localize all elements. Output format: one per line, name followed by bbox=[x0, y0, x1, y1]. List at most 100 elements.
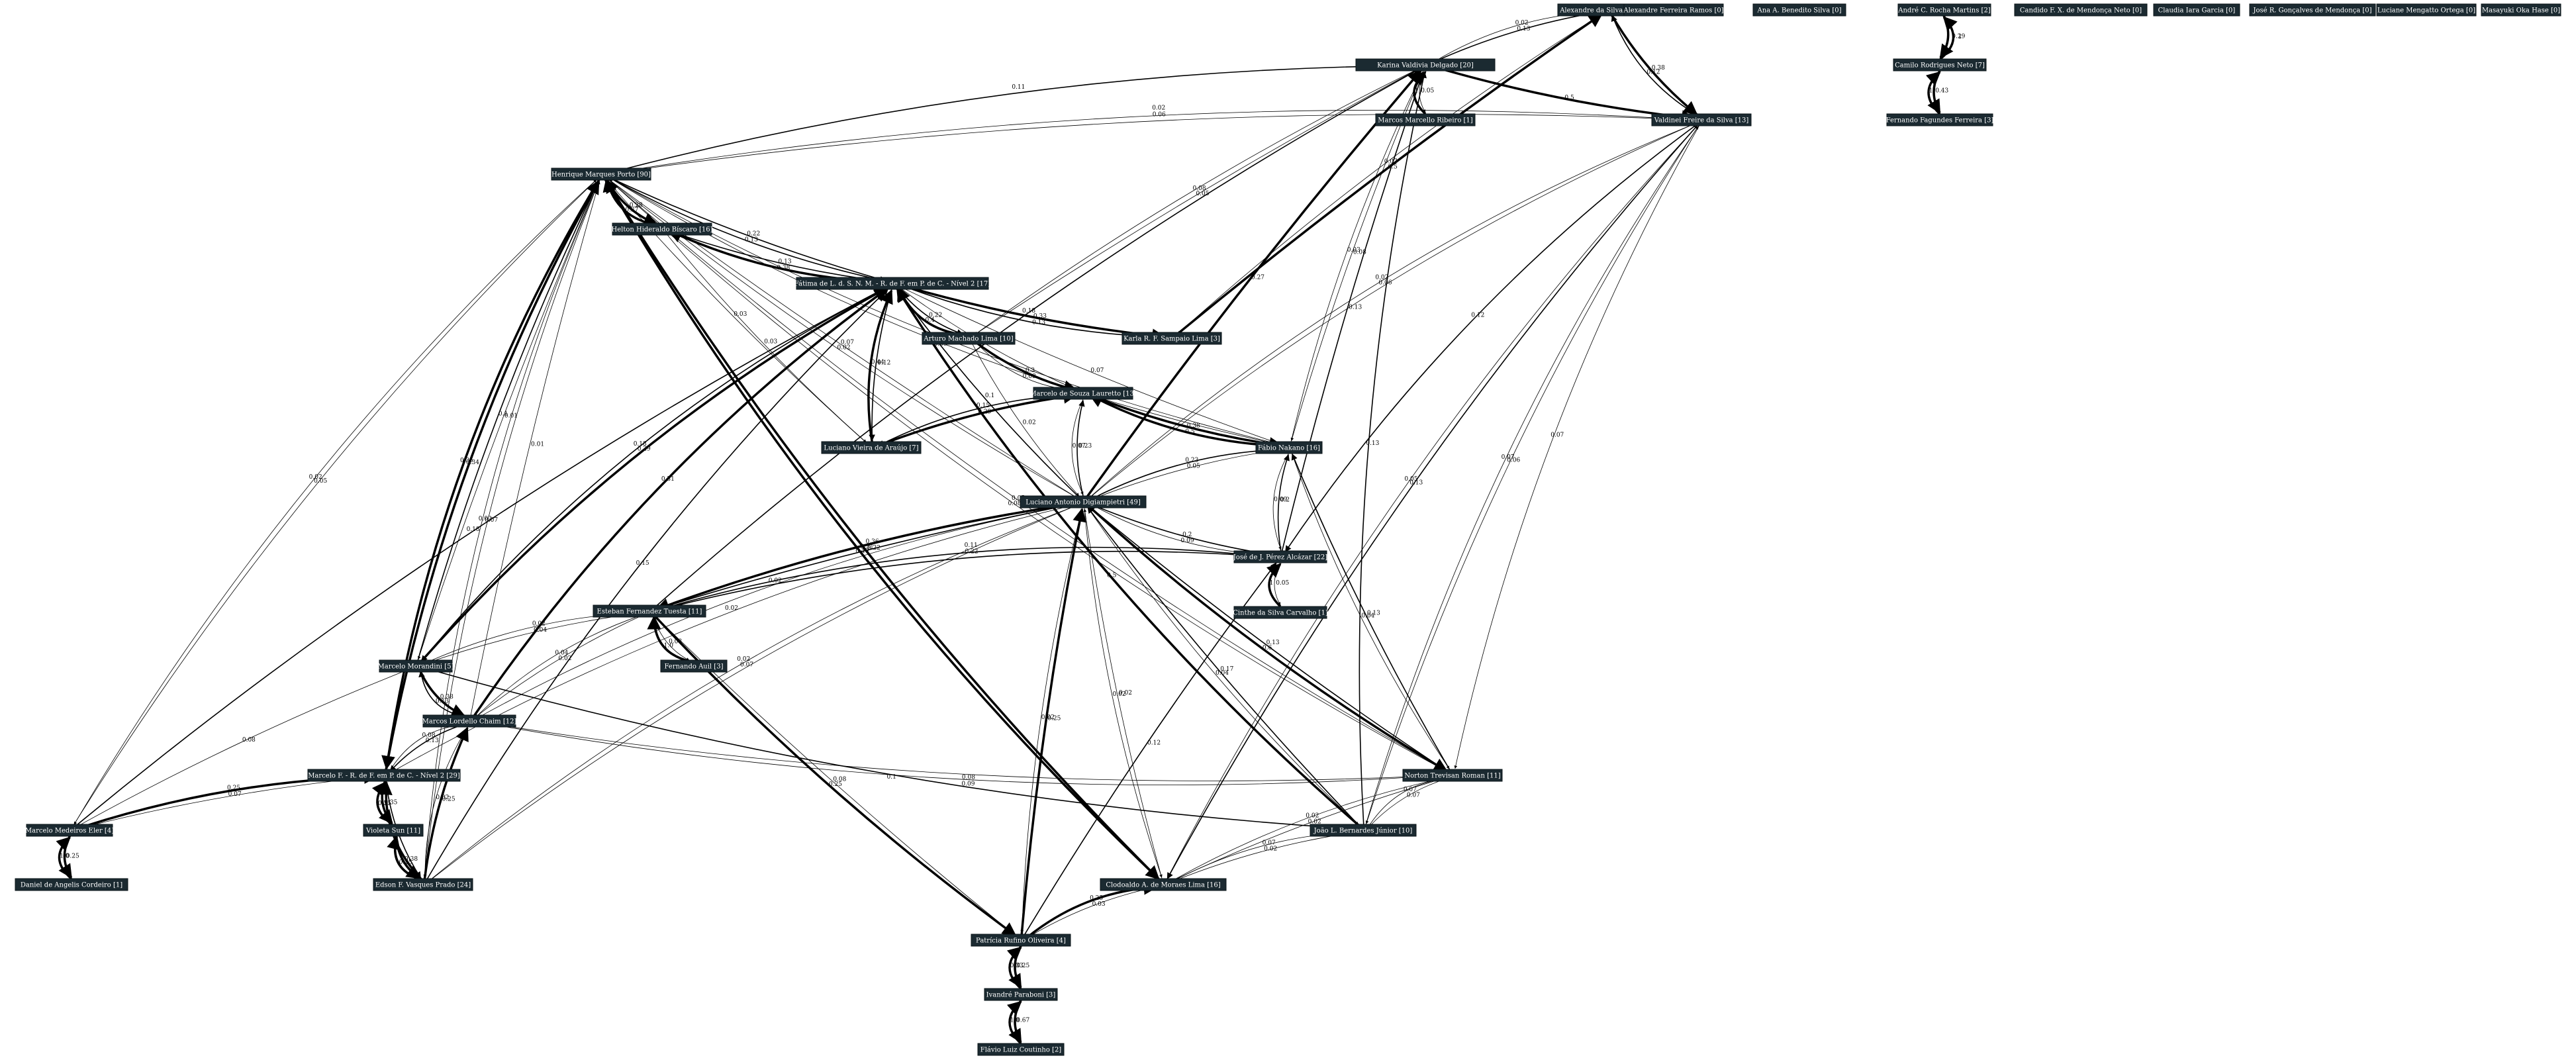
node-alexandre-ferreira-ramos[interactable]: Alexandre Ferreira Ramos [0] bbox=[1623, 3, 1724, 17]
edge-line bbox=[973, 68, 1419, 336]
edge-line bbox=[1087, 505, 1448, 772]
edge-weight-label: 0.13 bbox=[1032, 320, 1045, 326]
node-valdinei-freire-da-silva[interactable]: Valdinei Freire da Silva [13] bbox=[1651, 113, 1752, 126]
edge-line bbox=[73, 178, 598, 825]
edge-weight-label: 0.15 bbox=[977, 403, 990, 409]
edge-n26-n29: 0.04 bbox=[475, 614, 645, 718]
edge-n23-n10: 0.27 bbox=[1086, 70, 1422, 498]
node-luciano-vieira-de-araujo[interactable]: Luciano Vieira de Araújo [7] bbox=[821, 441, 922, 454]
edge-weight-label: 1 bbox=[1270, 580, 1274, 587]
node-fernando-auil[interactable]: Fernando Auil [3] bbox=[660, 659, 728, 673]
node-masayuki-oka-hase[interactable]: Masayuki Oka Hase [0] bbox=[2481, 3, 2561, 17]
node-karla-r-f-sampaio-lima[interactable]: Karla R. F. Sampaio Lima [3] bbox=[1121, 332, 1222, 345]
edge-n29-n17: 0.31 bbox=[472, 287, 889, 718]
node-box bbox=[821, 441, 922, 454]
node-violeta-sun[interactable]: Violeta Sun [11] bbox=[363, 824, 424, 837]
edge-n37-n14: 0.05 bbox=[1166, 125, 1697, 880]
edge-line bbox=[1291, 452, 1450, 769]
edge-n23-n37: 0.02 bbox=[1084, 507, 1163, 878]
edge-weight-label: 0.05 bbox=[1421, 88, 1434, 95]
edges-layer: 0.130.020.380.120.2910.4310.0510.50.060.… bbox=[56, 9, 1966, 1045]
edge-n27-n26: 1.0 bbox=[647, 615, 691, 663]
node-candido-f-x-de-mendonca-neto[interactable]: Candido F. X. de Mendonça Neto [0] bbox=[2014, 3, 2148, 17]
node-joao-l-bernardes-junior[interactable]: João L. Bernardes Júnior [10] bbox=[1310, 824, 1417, 837]
node-cinthe-da-silva-carvalho[interactable]: Cinthe da Silva Carvalho [1] bbox=[1233, 606, 1328, 619]
edge-line bbox=[1176, 13, 1603, 336]
node-fernando-fagundes-ferreira[interactable]: Fernando Fagundes Ferreira [3] bbox=[1886, 113, 1994, 126]
edge-weight-label: 0.38 bbox=[1652, 65, 1665, 72]
edge-weight-label: 0.08 bbox=[833, 777, 846, 783]
node-norton-trevisan-roman[interactable]: Norton Trevisan Roman [11] bbox=[1402, 769, 1503, 782]
node-karina-valdivia-delgado[interactable]: Karina Valdivia Delgado [20] bbox=[1355, 58, 1496, 72]
node-claudia-iara-garcia[interactable]: Claudia Iara Garcia [0] bbox=[2153, 3, 2240, 17]
node-edson-f-vasques-prado[interactable]: Edson F. Vasques Prado [24] bbox=[373, 878, 473, 891]
edge-line bbox=[389, 724, 465, 772]
edge-weight-label: 0.02 bbox=[725, 605, 738, 612]
edge-weight-label: 0.02 bbox=[1515, 20, 1529, 26]
edge-line bbox=[1290, 71, 1423, 442]
node-marcos-marcello-ribeiro[interactable]: Marcos Marcello Ribeiro [1] bbox=[1375, 113, 1476, 126]
node-daniel-de-angelis-cordeiro[interactable]: Daniel de Angelis Cordeiro [1] bbox=[15, 878, 128, 891]
node-jose-de-j-perez-alcazar[interactable]: José de J. Pérez Alcázar [22] bbox=[1233, 550, 1327, 563]
node-fatima-de-l-d-s-n-m-r-de-f-em-p-de-c-nivel-2[interactable]: Fátima de L. d. S. N. M. - R. de F. em P… bbox=[794, 277, 990, 290]
node-henrique-marques-porto[interactable]: Henrique Marques Porto [90] bbox=[551, 168, 651, 181]
node-marcelo-medeiros-eler[interactable]: Marcelo Medeiros Eler [4] bbox=[25, 824, 114, 837]
node-ivandre-paraboni[interactable]: Ivandré Paraboni [3] bbox=[984, 988, 1058, 1001]
edge-weight-label: 0.2 bbox=[1182, 532, 1192, 538]
edge-line bbox=[1084, 507, 1163, 878]
node-box bbox=[15, 878, 128, 891]
edge-line bbox=[1281, 71, 1425, 552]
node-arturo-machado-lima[interactable]: Arturo Machado Lima [10] bbox=[922, 332, 1016, 345]
node-jose-r-goncalves-de-mendonca[interactable]: José R. Gonçalves de Mendonça [0] bbox=[2249, 3, 2376, 17]
node-box bbox=[1893, 58, 1987, 72]
node-luciano-antonio-digiampietri[interactable]: Luciano Antonio Digiampietri [49] bbox=[1020, 495, 1147, 508]
edge-weight-label: 0.08 bbox=[1193, 185, 1206, 192]
edge-n30-n22: 0.13 bbox=[1291, 453, 1451, 771]
node-andre-c-rocha-martins[interactable]: André C. Rocha Martins [2] bbox=[1897, 3, 1991, 17]
node-label: Norton Trevisan Roman [11] bbox=[1404, 773, 1500, 780]
edge-weight-label: 0.06 bbox=[1507, 457, 1520, 463]
edge-weight-label: 0.5 bbox=[1388, 164, 1398, 170]
node-ana-a-benedito-silva[interactable]: Ana A. Benedito Silva [0] bbox=[1752, 3, 1846, 17]
edge-weight-label: 0.03 bbox=[734, 311, 747, 318]
edge-line bbox=[606, 175, 886, 283]
edge-n26-n23: 0.22 bbox=[655, 501, 1077, 610]
edge-n20-n22: 0.38 bbox=[1088, 393, 1284, 451]
edge-weight-label: 0.23 bbox=[1078, 443, 1092, 450]
edge-n24-n22: 0.2 bbox=[1277, 454, 1290, 552]
edge-weight-label: 0.13 bbox=[436, 699, 449, 705]
edge-weight-label: 0.13 bbox=[1409, 480, 1423, 487]
edge-line bbox=[426, 289, 888, 881]
edge-weight-label: 0.25 bbox=[442, 796, 455, 803]
node-camilo-rodrigues-neto[interactable]: Camilo Rodrigues Neto [7] bbox=[1893, 58, 1987, 72]
edge-n20-n23: 0.07 bbox=[1071, 399, 1086, 495]
edge-line bbox=[606, 177, 1447, 772]
edge-n35-n32: 1.0 bbox=[56, 836, 72, 880]
node-fabio-nakano[interactable]: Fábio Nakano [16] bbox=[1255, 441, 1323, 454]
node-patricia-rufino-oliveira[interactable]: Patrícia Rufino Oliveira [4] bbox=[971, 934, 1071, 947]
node-helton-hideraldo-biscaro[interactable]: Helton Hideraldo Bíscaro [16] bbox=[611, 222, 713, 236]
edge-weight-label: 0.5 bbox=[1185, 429, 1195, 436]
edge-weight-label: 0.07 bbox=[1502, 454, 1515, 461]
node-flavio-luiz-coutinho[interactable]: Flávio Luiz Coutinho [2] bbox=[977, 1043, 1065, 1056]
node-marcos-lordello-chaim[interactable]: Marcos Lordello Chaim [12] bbox=[422, 714, 517, 728]
node-box bbox=[1233, 606, 1327, 619]
node-label: Flávio Luiz Coutinho [2] bbox=[980, 1047, 1062, 1054]
edge-n37-n15: 0.31 bbox=[604, 178, 1161, 881]
edge-weight-label: 0.13 bbox=[1517, 26, 1530, 32]
node-clodoaldo-a-de-moraes-lima[interactable]: Clodoaldo A. de Moraes Lima [16] bbox=[1100, 878, 1227, 891]
node-marcelo-f-r-de-f-em-p-de-c-nivel-2[interactable]: Marcelo F. - R. de F. em P. de C. - Níve… bbox=[307, 769, 461, 782]
node-luciane-mengatto-ortega[interactable]: Luciane Mengatto Ortega [0] bbox=[2376, 3, 2477, 17]
node-marcelo-de-souza-lauretto[interactable]: Marcelo de Souza Lauretto [13] bbox=[1029, 387, 1137, 400]
edge-line bbox=[1020, 507, 1083, 934]
edge-weight-label: 0.02 bbox=[1306, 812, 1319, 819]
node-marcelo-morandini[interactable]: Marcelo Morandini [5] bbox=[378, 659, 454, 673]
edge-weight-label: 0.08 bbox=[1008, 501, 1021, 507]
edge-n17-n15: 0.13 bbox=[607, 176, 887, 282]
edge-weight-label: 0.18 bbox=[467, 526, 480, 533]
node-esteban-fernandez-tuesta[interactable]: Esteban Fernandez Tuesta [11] bbox=[593, 604, 706, 618]
edge-n30-n34: 0.07 bbox=[1369, 778, 1448, 827]
edge-n15-n30: 0.05 bbox=[606, 177, 1447, 772]
edge-weight-label: 1.0 bbox=[60, 853, 70, 860]
edge-line bbox=[1454, 125, 1700, 769]
